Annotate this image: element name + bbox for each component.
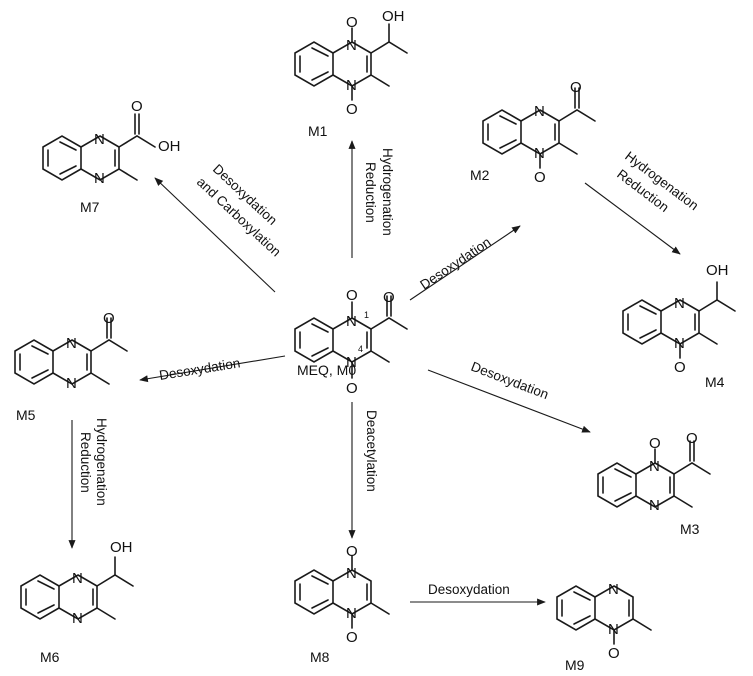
rxn-m8-label: Deacetylation [364,410,379,492]
m0-n4-atom: N [346,354,357,371]
m3-o1-atom: O [649,435,661,452]
m3-n1-atom: N [649,458,660,475]
m3-n4-atom: N [649,497,660,514]
m0-ring-index-1: 1 [364,310,369,320]
m1-oh-atom: OH [382,8,405,25]
m0-carbonyl-o-atom: O [383,289,395,306]
rxn-m6-line2: Reduction [78,432,93,493]
rxn-m1-line1: Hydrogenation [380,148,395,236]
m0-label: MEQ, M0 [297,362,356,378]
rxn-m6-line1: Hydrogenation [94,418,109,506]
m9-label: M9 [565,657,585,673]
m9-n4-atom: N [608,621,619,638]
m4-n1-atom: N [674,295,685,312]
compound-m4: N N O OH M4 [622,262,736,390]
m8-o1-atom: O [346,543,358,560]
m1-n1-atom: N [346,37,357,54]
m4-oh-atom: OH [706,262,729,279]
rxn-m2-label: Desoxydation [417,234,493,292]
m7-label: M7 [80,199,100,215]
m7-carbonyl-o-atom: O [131,98,143,115]
m5-n4-atom: N [66,375,77,392]
m8-n1-atom: N [346,565,357,582]
m8-label: M8 [310,649,330,665]
m6-n4-atom: N [72,610,83,627]
m6-n1-atom: N [72,570,83,587]
compound-m8: N N O O M8 [294,543,390,665]
m4-n4-atom: N [674,335,685,352]
arrow-m0-to-m3 [427,369,591,433]
m1-label: M1 [308,123,328,139]
m5-n1-atom: N [66,335,77,352]
m7-n4-atom: N [94,170,105,187]
rxn-m9-label: Desoxydation [428,582,510,597]
m4-o4-atom: O [674,359,686,376]
m2-label: M2 [470,167,490,183]
m0-o4-atom: O [346,380,358,397]
compound-m9: N N O M9 [556,581,652,673]
arrow-m2-to-m4 [584,182,681,255]
m1-o4-atom: O [346,101,358,118]
m7-hydroxyl-atom: OH [158,138,181,155]
m1-n4-atom: N [346,77,357,94]
compound-m5: N N O M5 [14,310,128,423]
m0-o1-atom: O [346,287,358,304]
compound-m1: N N O O OH M1 [294,8,408,139]
m8-o4-atom: O [346,629,358,646]
m4-label: M4 [705,374,725,390]
arrow-m0-to-m5 [139,355,286,383]
m3-label: M3 [680,521,700,537]
rxn-m3-label: Desoxydation [469,359,551,402]
m6-oh-atom: OH [110,539,133,556]
m2-n1-atom: N [534,103,545,120]
m2-o4-atom: O [534,169,546,186]
m5-label: M5 [16,407,36,423]
m5-carbonyl-o-atom: O [103,310,115,327]
m9-o4-atom: O [608,645,620,662]
m2-carbonyl-o-atom: O [570,79,582,96]
m2-n4-atom: N [534,145,545,162]
compound-m2: N N O O M2 [470,79,596,186]
m8-n4-atom: N [346,605,357,622]
arrow-m0-to-m2 [409,225,521,301]
compound-m3: N N O O M3 [597,430,711,537]
rxn-m5-label: Desoxydation [158,355,241,383]
m0-n1-atom: N [346,313,357,330]
m7-n1-atom: N [94,131,105,148]
compound-m6: N N OH M6 [20,539,134,665]
m9-n1-atom: N [608,581,619,598]
rxn-m1-line2: Reduction [363,162,378,223]
arrow-m0-to-m7 [154,177,276,293]
m6-label: M6 [40,649,60,665]
m3-carbonyl-o-atom: O [686,430,698,447]
compound-m0: N N O O O 1 4 MEQ, M0 [294,287,408,397]
m1-o1-atom: O [346,14,358,31]
m0-ring-index-4: 4 [358,344,363,354]
compound-m7: N N O OH M7 [42,98,181,215]
